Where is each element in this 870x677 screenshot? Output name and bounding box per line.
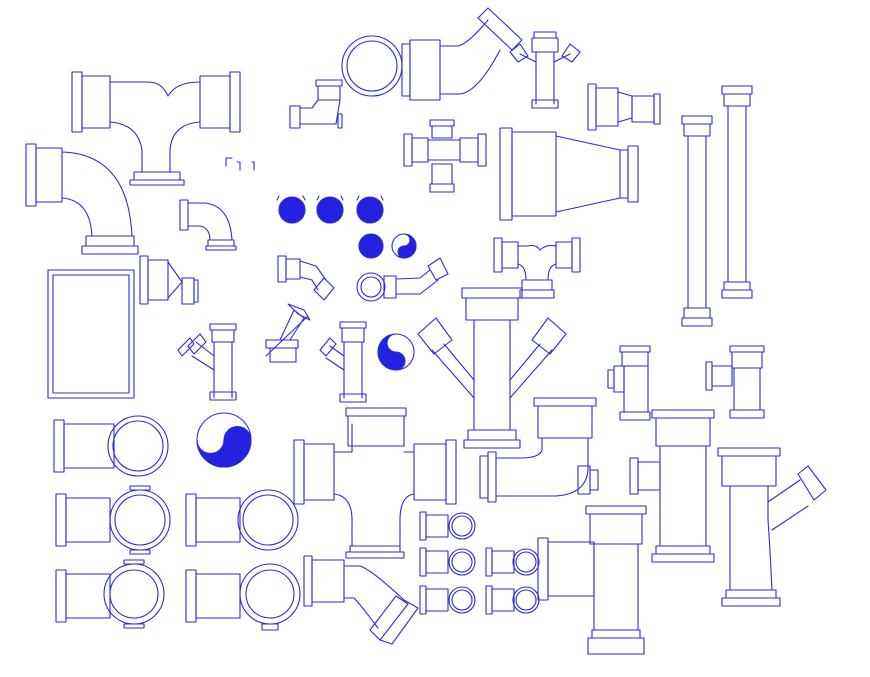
tee-reducing-small-1: [607, 345, 651, 421]
socket-with-ring-4: [55, 559, 165, 629]
reducer-top-right: [587, 83, 661, 131]
pipe-cap-solid-row: [276, 195, 384, 224]
y-branch-large-right: [717, 447, 827, 607]
vertical-pipe-right: [721, 85, 753, 299]
elbow-45-bottom: [303, 555, 419, 645]
pipe-cap-solid: [358, 233, 384, 259]
yin-yang-fitting-medium: [377, 333, 415, 371]
plug-pipe-4: [485, 547, 540, 577]
plug-pipe-3: [419, 585, 476, 615]
elbow-45-small: [277, 255, 335, 301]
socket-with-ring-3: [185, 489, 299, 551]
elbow-90-small: [179, 199, 237, 251]
tee-bottom-right: [537, 505, 647, 655]
plug-pipe-5: [485, 585, 540, 615]
y-branch-small-center: [319, 321, 367, 403]
socket-with-ring-1: [53, 415, 169, 477]
elbow-45-with-ring: [356, 257, 449, 302]
tee-reducing-small-2: [705, 345, 765, 419]
tee-small-upper: [493, 237, 581, 299]
elbow-90-tiny: [289, 79, 343, 129]
y-branch-small-left: [177, 323, 237, 401]
cross-fitting: [403, 119, 487, 193]
tee-large-center: [293, 407, 457, 559]
socket-with-ring-2: [55, 485, 171, 555]
elbow-45-wide-top: [341, 7, 523, 101]
elbow-90-large: [25, 143, 139, 255]
vertical-pipe-left: [681, 115, 713, 327]
long-elbow-center-right: [479, 397, 599, 503]
double-y-branch-top: [509, 31, 581, 109]
double-socket-tee-large: [71, 71, 241, 186]
socket-with-ring-5: [185, 563, 301, 631]
yin-yang-fitting-large: [196, 412, 252, 468]
reducer-large: [499, 127, 639, 221]
double-y-branch-large: [417, 287, 567, 449]
reference-marks: [225, 157, 255, 171]
plug-pipe-1: [419, 511, 476, 541]
rectangular-frame: [47, 269, 135, 399]
yin-yang-fitting-small: [391, 233, 417, 259]
diagonal-branch-small: [265, 303, 311, 363]
plug-pipe-2: [419, 547, 476, 577]
reducer-small: [139, 255, 199, 305]
tee-tall-right: [629, 409, 715, 563]
